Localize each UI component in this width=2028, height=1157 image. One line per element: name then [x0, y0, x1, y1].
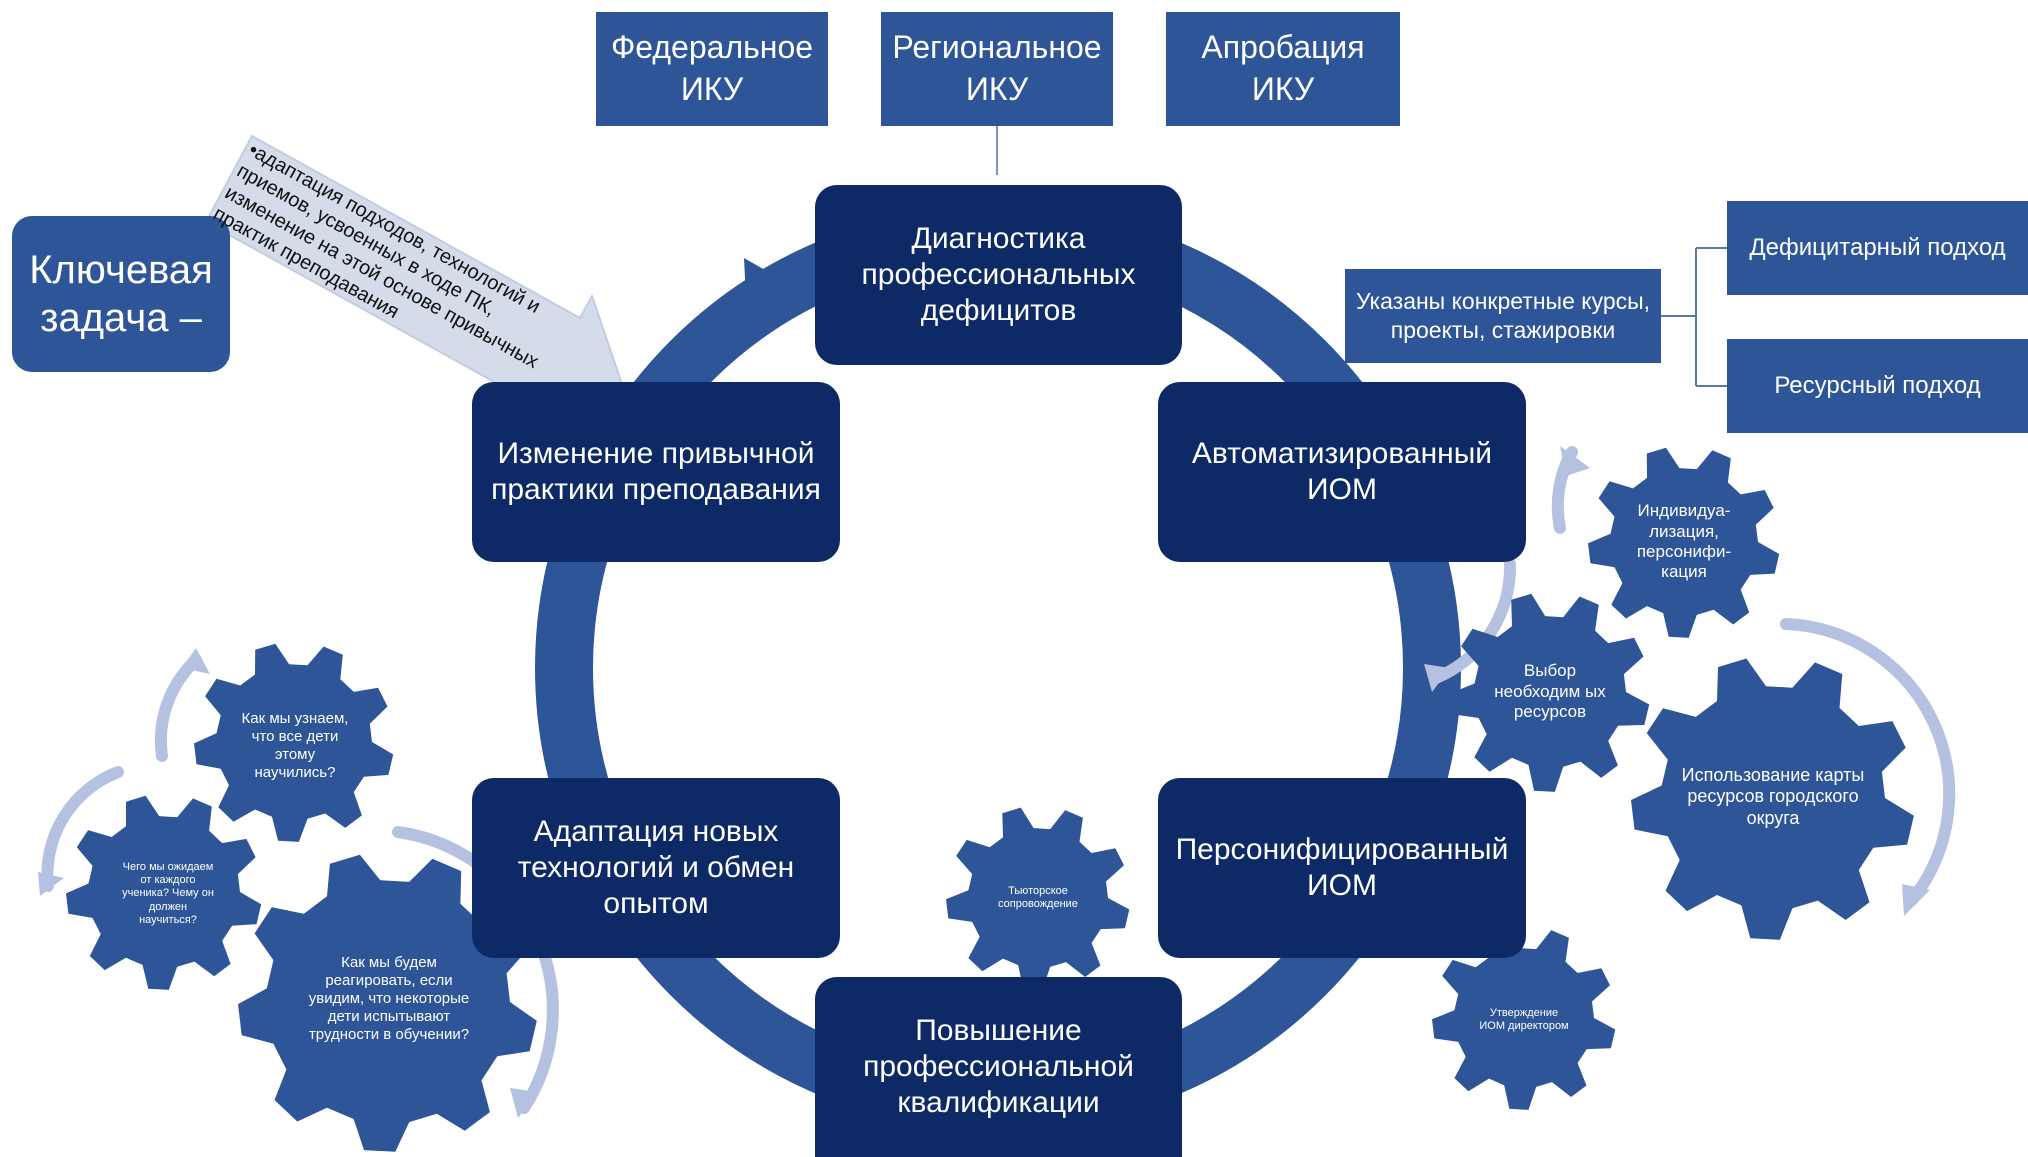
arrow-right-small-down — [1430, 558, 1517, 684]
arrow-left-small-mid — [41, 766, 124, 892]
key-task-box: Ключевая задача – — [12, 216, 230, 372]
gear-how-know-label: Как мы узнаем, что все дети этому научил… — [241, 710, 349, 781]
cycle-arrowhead — [744, 258, 800, 338]
cycle-personal-iom: Персонифицированный ИОМ — [1158, 778, 1526, 958]
cycle-auto-iom: Автоматизированный ИОМ — [1158, 382, 1526, 562]
gear-resources — [1450, 593, 1650, 792]
cycle-change: Изменение привычной практики преподавани… — [472, 382, 840, 562]
bracket-approaches — [1660, 247, 1728, 387]
resource-approach-box: Ресурсный подход — [1727, 339, 2028, 433]
gear-approval — [1432, 927, 1616, 1110]
gear-resources-label: Выбор необходим ых ресурсов — [1494, 661, 1606, 722]
gears — [66, 447, 1914, 1152]
light-arrowheads — [38, 446, 1930, 1118]
gear-expect — [66, 795, 262, 990]
gear-how-know — [194, 643, 394, 842]
federal-iku-box: Федеральное ИКУ — [596, 12, 828, 126]
courses-note-box: Указаны конкретные курсы, проекты, стажи… — [1345, 269, 1661, 363]
cycle-qualification: Повышение профессиональной квалификации — [815, 977, 1182, 1157]
gear-map — [1631, 658, 1914, 940]
gear-approval-label: Утверждение ИОМ директором — [1479, 1006, 1569, 1032]
gear-individualization — [1588, 447, 1780, 638]
arrow-left-small-top — [154, 654, 202, 762]
cycle-diagnostics: Диагностика профессиональных дефицитов — [815, 185, 1182, 365]
gear-expect-label: Чего мы ожидаем от каждого ученика? Чему… — [122, 861, 214, 926]
approbation-iku-box: Апробация ИКУ — [1166, 12, 1400, 126]
gear-tutor-label: Тьюторское сопровождение — [998, 884, 1078, 910]
gear-tutor — [946, 807, 1130, 990]
regional-iku-box: Региональное ИКУ — [881, 12, 1113, 126]
deficit-approach-box: Дефицитарный подход — [1727, 201, 2028, 295]
gear-react-label: Как мы будем реагировать, если увидим, ч… — [308, 954, 470, 1043]
arrow-right-large — [1780, 618, 1956, 906]
cycle-adaptation: Адаптация новых технологий и обмен опыто… — [472, 778, 840, 958]
gear-react — [238, 854, 537, 1152]
gear-map-label: Использование карты ресурсов городского … — [1681, 764, 1865, 828]
gear-individualization-label: Индивидуа-лизация, персонифи-кация — [1636, 501, 1732, 582]
